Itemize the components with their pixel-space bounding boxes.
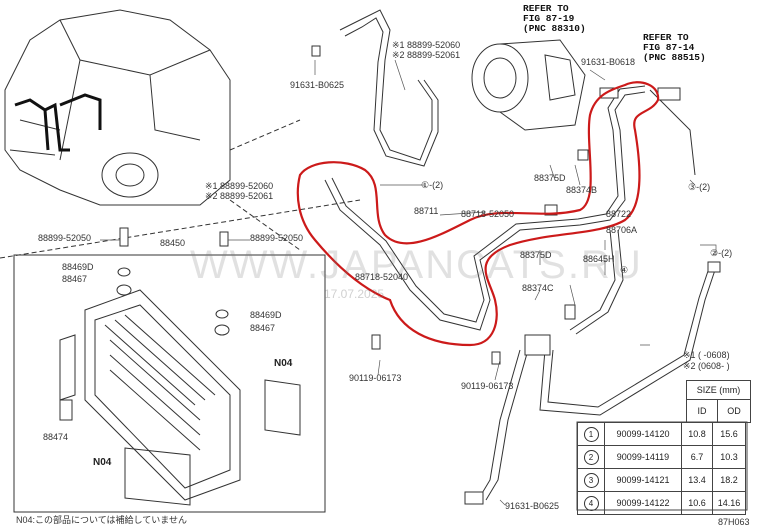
part-label[interactable]: 91631-B0625	[290, 80, 345, 90]
refer-line: (PNC 88310)	[523, 23, 586, 34]
variant-note-2: ※2 (0608- )	[683, 361, 730, 371]
table-row[interactable]: 2 90099-14119 6.7 10.3	[577, 445, 746, 469]
size-col-od: OD	[717, 399, 751, 423]
part-label[interactable]: ※1 88899-52060	[205, 181, 274, 191]
row-circle: 1	[583, 426, 599, 442]
part-label[interactable]: 90119-06173	[461, 381, 514, 391]
size-row-id: 13.4	[681, 468, 713, 492]
part-label-n04[interactable]: N04	[274, 358, 293, 369]
part-label[interactable]: ④	[620, 265, 629, 275]
refer-line: REFER TO	[643, 32, 689, 43]
part-label[interactable]: 88467	[62, 274, 88, 284]
part-label[interactable]: 88469D	[62, 262, 94, 272]
size-row-number: 4	[577, 491, 605, 515]
part-label[interactable]: 88469D	[250, 310, 282, 320]
part-label[interactable]: 88450	[160, 238, 186, 248]
size-row-id: 6.7	[681, 445, 713, 469]
part-label[interactable]: 90119-06173	[349, 373, 402, 383]
row-circle: 2	[583, 449, 599, 465]
watermark-text: WWW.JAPANCATS.RU	[190, 243, 643, 287]
vehicle-sketch	[4, 9, 231, 206]
part-label[interactable]: 88899-52050	[38, 233, 92, 243]
size-row-od: 18.2	[712, 468, 746, 492]
refer-line: REFER TO	[523, 3, 569, 14]
part-label[interactable]: 88474	[43, 432, 69, 442]
size-row-part: 90099-14119	[604, 445, 682, 469]
figure-code: 87H063	[718, 517, 750, 527]
highlight-outline	[296, 81, 660, 347]
compressor	[471, 39, 586, 131]
n04-note: N04:この部品については補給していません	[16, 515, 188, 525]
condenser-frame	[13, 254, 326, 513]
row-circle: 4	[583, 495, 599, 511]
condenser	[59, 289, 301, 506]
part-label[interactable]: 91631-B0618	[581, 57, 636, 67]
size-row-number: 3	[577, 468, 605, 492]
size-row-od: 10.3	[712, 445, 746, 469]
refer-fig-19[interactable]: REFER TO FIG 87-19 (PNC 88310)	[523, 4, 586, 34]
part-label[interactable]: ③-(2)	[688, 182, 711, 192]
size-row-part: 90099-14122	[604, 491, 682, 515]
table-row[interactable]: 1 90099-14120 10.8 15.6	[577, 422, 746, 446]
size-row-id: 10.6	[681, 491, 713, 515]
part-label[interactable]: 88899-52050	[250, 233, 304, 243]
leader-lines	[100, 59, 717, 506]
part-label[interactable]: 88375D	[520, 250, 552, 260]
part-label[interactable]: ※2 88899-52061	[392, 50, 461, 60]
part-label[interactable]: ※2 88899-52061	[205, 191, 274, 201]
part-label[interactable]: ①-(2)	[421, 180, 444, 190]
part-label[interactable]: 88374B	[566, 185, 598, 195]
part-label[interactable]: ※1 88899-52060	[392, 40, 461, 50]
refer-line: FIG 87-19	[523, 13, 575, 24]
size-row-id: 10.8	[681, 422, 713, 446]
size-table-title: SIZE (mm)	[686, 380, 751, 400]
table-row[interactable]: 4 90099-14122 10.6 14.16	[577, 491, 746, 515]
part-label[interactable]: 91631-B0625	[505, 501, 560, 511]
part-label[interactable]: ②-(2)	[710, 248, 733, 258]
size-col-id: ID	[686, 399, 718, 423]
part-label-n04[interactable]: N04	[93, 457, 112, 468]
variant-note-1: ※1 ( -0608)	[683, 350, 730, 360]
size-table-rows: 1 90099-14120 10.8 15.6 2 90099-14119 6.…	[577, 422, 746, 515]
refer-fig-14[interactable]: REFER TO FIG 87-14 (PNC 88515)	[643, 33, 706, 63]
part-label[interactable]: 88711	[414, 206, 439, 216]
refer-line: (PNC 88515)	[643, 52, 706, 63]
size-row-part: 90099-14120	[604, 422, 682, 446]
watermark-date: 17.07.2025	[324, 287, 385, 301]
size-table: SIZE (mm) ID OD	[686, 380, 751, 423]
size-row-number: 1	[577, 422, 605, 446]
part-label[interactable]: 88467	[250, 323, 276, 333]
size-row-number: 2	[577, 445, 605, 469]
part-label[interactable]: 88722	[606, 209, 632, 219]
part-label[interactable]: 88718-52050	[461, 209, 515, 219]
size-row-od: 14.16	[712, 491, 746, 515]
table-row[interactable]: 3 90099-14121 13.4 18.2	[577, 468, 746, 492]
part-label[interactable]: 88645H	[583, 254, 615, 264]
size-row-part: 90099-14121	[604, 468, 682, 492]
part-label[interactable]: 88706A	[606, 225, 638, 235]
part-label[interactable]: 88718-52040	[355, 272, 409, 282]
part-label[interactable]: 88375D	[534, 173, 566, 183]
size-row-od: 15.6	[712, 422, 746, 446]
part-label[interactable]: 88374C	[522, 283, 554, 293]
fittings	[116, 45, 721, 505]
row-circle: 3	[583, 472, 599, 488]
refer-line: FIG 87-14	[643, 42, 695, 53]
hoses	[324, 9, 716, 501]
